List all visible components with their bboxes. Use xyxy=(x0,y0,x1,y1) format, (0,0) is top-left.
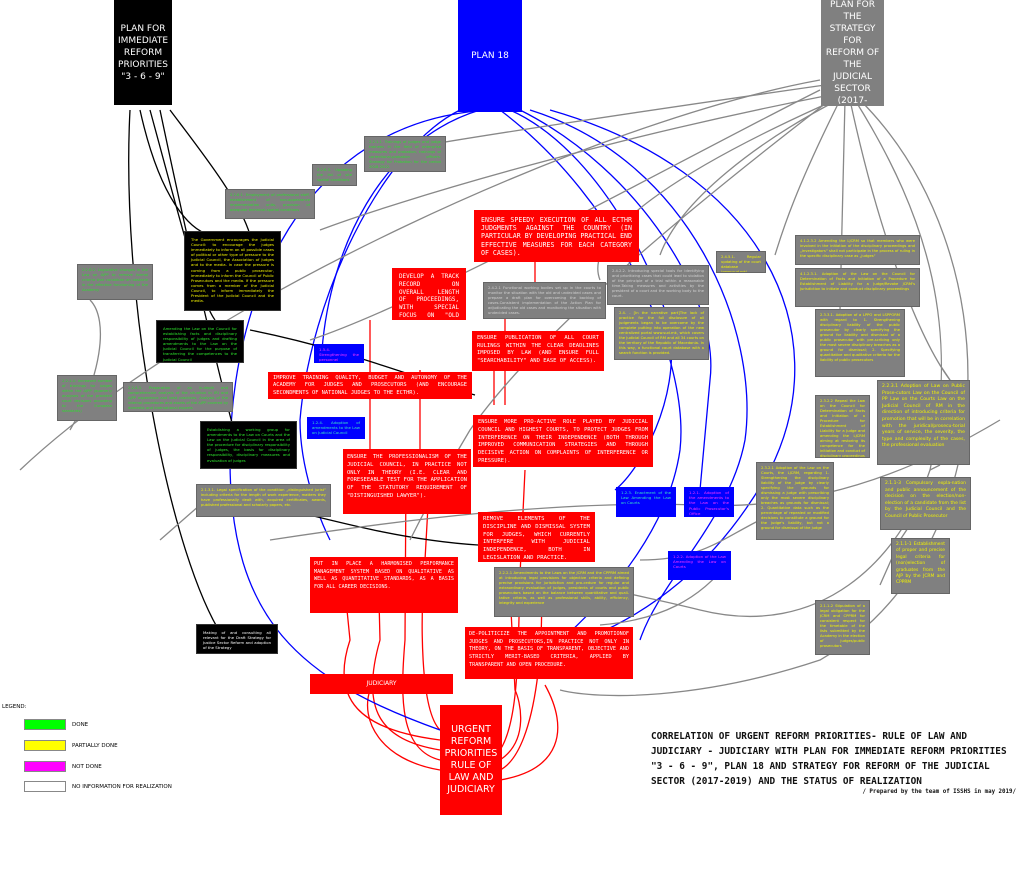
strategy-2-2-6-3: 2.2.6.3. Updating the list of site spati… xyxy=(312,164,357,186)
edge-gray xyxy=(659,99,839,256)
legend-swatch-no-info xyxy=(24,781,66,792)
strategy-2-2-6-2: 2.2.6.2. Legislative changes in the Law … xyxy=(77,264,153,300)
edge-blue xyxy=(549,109,796,651)
action-plan-header: ACTION PLAN FOR THE STRATEGY FOR REFORM … xyxy=(821,0,884,106)
edge-gray xyxy=(159,504,201,541)
legend-item-partially-done: PARTIALLY DONE xyxy=(24,740,118,751)
strategy-2-3-2-1: 2.3.2.1 Adoption of the Law on the Court… xyxy=(756,462,834,540)
diagram-title: CORRELATION OF URGENT REFORM PRIORITIES-… xyxy=(651,731,1007,787)
priority-proactive-judicial-council: ENSURE MORE PRO-ACTIVE ROLE PLAYED BY JU… xyxy=(473,415,653,467)
credit-line: / Prepared by the team of ISSHS in may 2… xyxy=(862,789,1016,795)
strategy-2-3-3-1: 2.3.3.1. Adoption of a LPPO and LSPPORM … xyxy=(815,309,905,377)
plan369-working-group: Establishing a working group for amendme… xyxy=(200,421,297,469)
strategy-2-2-1-1-probation: 2.2.1.1. Trainings of judges and judge t… xyxy=(364,136,446,172)
strategy-2-4-5-1: 2.4.5.1. Regular updating of the court d… xyxy=(716,251,766,273)
edge-gray xyxy=(939,364,951,381)
strategy-2-2-2-1: 2.2.2-1 Amendments to the Laws on the JC… xyxy=(494,567,634,617)
priority-performance-management: PUT IN PLACE A HARMONISED PERFORMANCE MA… xyxy=(310,557,458,613)
edge-red xyxy=(372,559,441,751)
legend-swatch-done xyxy=(24,719,66,730)
priority-academy-training: IMPROVE TRAINING QUALITY, BUDGET AND AUT… xyxy=(268,372,472,399)
strategy-2-1-1-3: 2.1.1-3 Compulsory expla-nation and publ… xyxy=(880,477,971,530)
strategy-2-1-1-2: 2.1.1-2 Stipulation of a legal obligatio… xyxy=(815,600,870,655)
plan18-1-2-2: 1.2.2. Adoption of the Law Amending the … xyxy=(668,551,731,580)
edge-gray xyxy=(319,94,831,231)
strategy-2-3-2-2: 2.3.2.2 Repeal the Law on the Council fo… xyxy=(815,395,870,458)
strategy-2-4-2-1: 2.4.2.1 Functional working bodies set up… xyxy=(483,282,606,319)
strategy-2-4-2-2: 2.4.2.2. Introducing special tools for i… xyxy=(607,265,709,305)
edge-gray xyxy=(774,99,841,256)
strategy-2-2-4-3: 2.2.4.3. Preparation of an in-depth and … xyxy=(123,382,233,412)
legend-title: LEGEND: xyxy=(2,704,27,710)
plan18-1-5-4: 1.5.4. Strengthening the personnel capac… xyxy=(314,344,364,363)
plan18-1-2-1: 1.2.1. Adoption of the amendments to the… xyxy=(684,487,734,517)
strategy-2-4-narrative: 2.4. - [In the narrative part]The lack o… xyxy=(614,307,709,360)
priority-track-record: DEVELOP A TRACK RECORD ON OVERALL LENGTH… xyxy=(392,268,466,320)
edge-black xyxy=(139,109,211,236)
strategy-2-1-1-1: 2.1.1-1 Establishment of proper and prec… xyxy=(891,538,950,594)
strategy-2-1-3-1: 2.1.3.1. Legal specification of the cond… xyxy=(196,484,331,517)
legend-item-not-done: NOT DONE xyxy=(24,761,102,772)
plan18-1-2-3: 1.2.3. Enactment of the Law Amending the… xyxy=(616,487,676,517)
strategy-2-2-1-4: 2.2.1.4. Increased number of trainings f… xyxy=(57,375,117,421)
priority-ecthr-judgments: ENSURE SPEEDY EXECUTION OF ALL ECTHR JUD… xyxy=(474,210,639,262)
edge-gray xyxy=(589,99,943,618)
strategy-4-1-2-3-1: 4.1.2.3.1. Adoption of the Law on the Co… xyxy=(795,268,920,307)
legend-label: DONE xyxy=(72,721,89,728)
plan18-1-2-4: 1.2.4. Adoption of amendments to the Law… xyxy=(307,417,365,439)
judiciary-header: JUDICIARY xyxy=(310,674,453,694)
legend-swatch-not-done xyxy=(24,761,66,772)
urgent-priorities-header: URGENT REFORM PRIORITIES RULE OF LAW AND… xyxy=(440,705,502,815)
plan369-amending-council-law: Amending the Law on the Council for esta… xyxy=(156,320,244,363)
legend-item-done: DONE xyxy=(24,719,88,730)
strategy-4-1-2-3-2: 4.1.2.3.2 Amending the LJCRM so that mem… xyxy=(795,235,920,265)
priority-depoliticize-appointment: DE-POLITICIZE THE APPOINTMENT AND PROMOT… xyxy=(465,627,633,679)
legend-item-no-info: NO INFORMATION FOR REALIZATION xyxy=(24,781,172,792)
legend-swatch-partially-done xyxy=(24,740,66,751)
priority-court-rulings-publication: ENSURE PUBLICATION OF ALL COURT RULINGS … xyxy=(472,331,604,371)
edge-gray xyxy=(929,464,941,471)
legend-label: PARTIALLY DONE xyxy=(72,742,118,749)
plan369-draft-strategy: Making of and consulting all relevant fo… xyxy=(196,624,278,654)
legend-label: NO INFORMATION FOR REALIZATION xyxy=(72,783,172,790)
strategy-2-2-3-1: 2.2.3.1 Adoption of Law on Public Prose-… xyxy=(877,380,970,465)
plan369-government-encourages: The Government encourages the Judicial C… xyxy=(184,231,281,311)
priority-judicial-council-professionalism: ENSURE THE PROFESSIONALISM OF THE JUDICI… xyxy=(343,449,471,514)
plan-369-header: PLAN FOR IMMEDIATE REFORM PRIORITIES "3 … xyxy=(114,0,172,105)
plan-18-header: PLAN 18 xyxy=(458,0,522,112)
edge-red xyxy=(499,684,559,781)
edge-blue xyxy=(321,109,481,351)
edge-black xyxy=(169,109,251,236)
legend-label: NOT DONE xyxy=(72,763,102,770)
edge-gray xyxy=(639,519,761,561)
edge-black xyxy=(128,109,226,641)
strategy-2-2-6-1: 2.2.6.1. Employment of professional staf… xyxy=(225,189,315,219)
priority-discipline-dismissal: REMOVE ELEMENTS OF THE DISCIPLINE AND DI… xyxy=(478,512,595,562)
edge-red xyxy=(402,469,441,761)
edge-blue xyxy=(519,109,712,491)
